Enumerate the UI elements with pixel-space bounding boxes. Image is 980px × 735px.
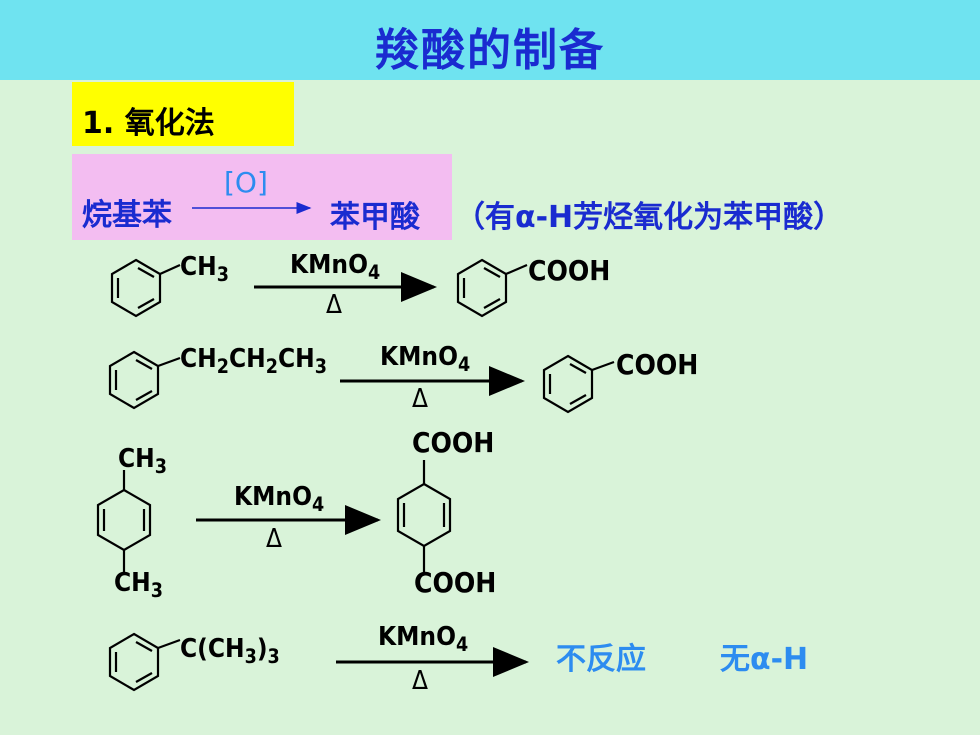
r3-reagent: KMnO4 xyxy=(234,482,325,517)
benzene-ring-4 xyxy=(542,354,615,414)
r4-condition: Δ xyxy=(412,666,428,696)
summary-note: （有α-H芳烃氧化为苯甲酸） xyxy=(455,200,844,235)
r1-reagent: KMnO4 xyxy=(290,250,381,285)
r2-substituent: CH2CH2CH3 xyxy=(180,344,327,379)
title-bar xyxy=(0,0,980,80)
benzene-ring-5 xyxy=(96,470,152,572)
r4-note: 无α-H xyxy=(720,642,809,677)
r3-bottom-substituent: CH3 xyxy=(114,568,163,603)
benzene-ring-6 xyxy=(396,460,452,572)
r4-result: 不反应 xyxy=(556,642,646,677)
page-title: 羧酸的制备 xyxy=(375,25,605,76)
r3-product-top: COOH xyxy=(412,426,495,459)
r2-reagent: KMnO4 xyxy=(380,342,471,377)
r4-substituent: C(CH3)3 xyxy=(180,634,280,669)
r4-reagent: KMnO4 xyxy=(378,622,469,657)
r2-product: COOH xyxy=(616,348,699,381)
r3-condition: Δ xyxy=(266,524,282,554)
r1-product: COOH xyxy=(528,254,611,287)
benzene-ring-2 xyxy=(456,258,528,318)
summary-product: 苯甲酸 xyxy=(330,200,420,235)
r1-substituent: CH3 xyxy=(180,252,229,287)
section-label-box: 1. 氧化法 xyxy=(72,82,294,146)
r3-product-bottom: COOH xyxy=(414,566,497,599)
summary-reagent: [O] xyxy=(224,166,268,199)
r3-top-substituent: CH3 xyxy=(118,444,167,479)
section-label: 1. 氧化法 xyxy=(82,106,215,141)
r2-condition: Δ xyxy=(412,384,428,414)
summary-reactant: 烷基苯 xyxy=(82,198,172,233)
benzene-ring-1 xyxy=(110,258,181,318)
benzene-ring-3 xyxy=(108,350,181,410)
summary-box xyxy=(72,154,452,240)
benzene-ring-7 xyxy=(108,632,181,692)
r1-condition: Δ xyxy=(326,290,342,320)
